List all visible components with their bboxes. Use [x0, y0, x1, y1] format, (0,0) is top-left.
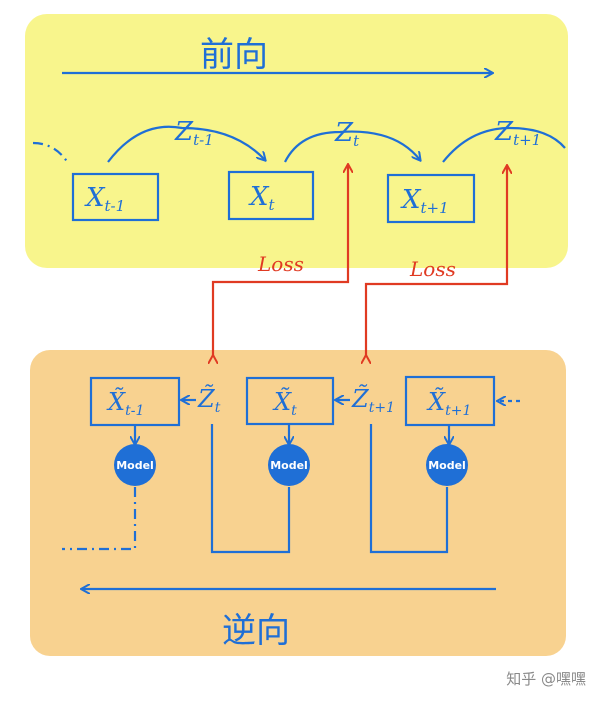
model-label: Model: [116, 459, 154, 472]
loss-connector-2: [366, 166, 507, 356]
state-curve-2: [284, 130, 420, 163]
loss-label: Loss: [409, 257, 456, 281]
recon-label: X̃t: [272, 388, 297, 419]
input-label: Xt-1: [84, 183, 125, 215]
model-feedback-line: [369, 424, 449, 554]
loss-connector-1: [213, 165, 348, 356]
backward-panel: [30, 350, 566, 656]
backward-title: 逆向: [222, 611, 290, 651]
forward-state-label: Zt: [334, 118, 360, 150]
watermark: 知乎 @嘿嘿: [506, 670, 586, 688]
recon-box: [89, 376, 181, 427]
forward-title: 前向: [200, 35, 268, 75]
model-label: Model: [428, 459, 466, 472]
recon-label: X̃t-1: [106, 388, 144, 419]
recon-box: [245, 376, 335, 426]
model-node: [268, 444, 310, 486]
loss-label: Loss: [257, 252, 304, 276]
model-node: [114, 444, 156, 486]
model-label: Model: [270, 459, 308, 472]
forward-state-label: Zt-1: [174, 117, 214, 149]
input-box: [71, 172, 160, 222]
backward-state-label: Z̃t+1: [351, 385, 395, 416]
state-curve-3: [442, 126, 566, 163]
recon-box: [404, 375, 496, 427]
state-curve-1: [107, 125, 265, 163]
model-feedback-line: [210, 424, 291, 554]
recon-label: X̃t+1: [426, 388, 471, 419]
model-feedback-dashed: [62, 487, 137, 551]
state-curve-start: [32, 141, 69, 164]
forward-panel: [25, 14, 568, 268]
model-node: [426, 444, 468, 486]
backward-state-label: Z̃t: [197, 385, 221, 416]
forward-state-label: Zt+1: [494, 117, 541, 149]
